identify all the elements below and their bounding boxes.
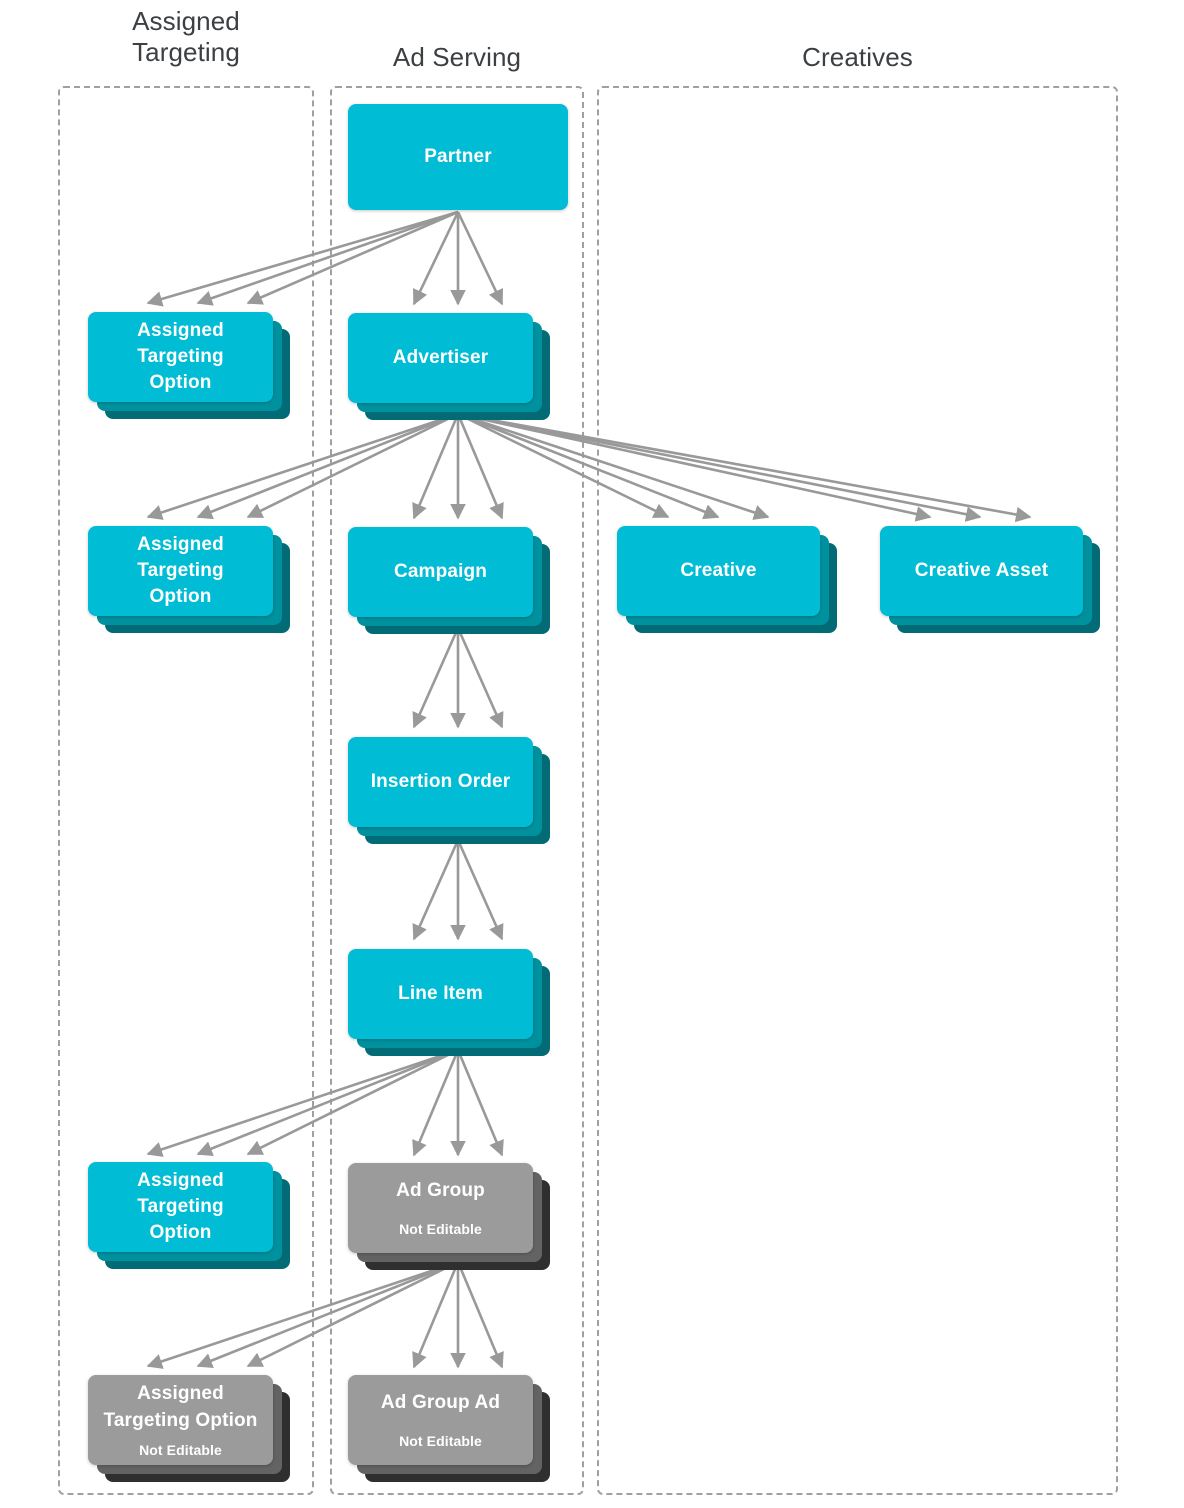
node-creative[interactable]: Creative [617, 526, 837, 633]
node-insertion-order[interactable]: Insertion Order [348, 737, 550, 844]
card-front: Advertiser [348, 313, 533, 403]
node-label: Assigned Targeting Option [127, 532, 234, 611]
node-label-line-1: Assigned [137, 1169, 224, 1191]
card-front: Assigned Targeting Option [88, 526, 273, 616]
node-label: Ad Group [396, 1180, 485, 1202]
card-front: Creative Asset [880, 526, 1083, 616]
node-label-line-1: Assigned [137, 533, 224, 555]
node-label: Assigned Targeting Option [127, 1168, 234, 1247]
node-status-badge: Not Editable [139, 1441, 222, 1458]
node-label-line-1: Assigned [137, 1383, 224, 1405]
card-front: Assigned Targeting Option Not Editable [88, 1375, 273, 1465]
node-label-line-2: Targeting [137, 1195, 224, 1217]
column-header-assigned-targeting: Assigned Targeting [58, 6, 314, 67]
node-partner[interactable]: Partner [348, 104, 568, 210]
node-label: Assigned Targeting Option [127, 318, 234, 397]
column-header-line-1: Ad Serving [392, 42, 522, 72]
card-front: Partner [348, 104, 568, 210]
node-label: Advertiser [392, 346, 489, 368]
card-front: Insertion Order [348, 737, 533, 827]
column-header-line-1: Creatives [802, 42, 913, 72]
node-label: Insertion Order [370, 770, 511, 792]
node-assigned-targeting-option-partner[interactable]: Assigned Targeting Option [88, 312, 290, 419]
node-assigned-targeting-option-line-item[interactable]: Assigned Targeting Option [88, 1162, 290, 1269]
node-label: Creative Asset [914, 559, 1049, 581]
node-creative-asset[interactable]: Creative Asset [880, 526, 1100, 633]
column-group-ad-serving [330, 86, 584, 1495]
node-label-line-3: Option [149, 1222, 212, 1244]
card-front: Assigned Targeting Option [88, 1162, 273, 1252]
column-header-line-1: Assigned [132, 6, 240, 36]
column-header-creatives: Creatives [597, 42, 1118, 73]
node-label-line-1: Assigned [137, 319, 224, 341]
node-assigned-targeting-option-advertiser[interactable]: Assigned Targeting Option [88, 526, 290, 633]
card-front: Assigned Targeting Option [88, 312, 273, 402]
card-front: Ad Group Not Editable [348, 1163, 533, 1253]
card-front: Creative [617, 526, 820, 616]
node-campaign[interactable]: Campaign [348, 527, 550, 634]
node-advertiser[interactable]: Advertiser [348, 313, 550, 420]
node-label-line-2: Targeting Option [103, 1409, 258, 1431]
node-ad-group-ad[interactable]: Ad Group Ad Not Editable [348, 1375, 550, 1482]
node-label: Campaign [393, 560, 488, 582]
node-ad-group[interactable]: Ad Group Not Editable [348, 1163, 550, 1270]
node-status-badge: Not Editable [399, 1220, 482, 1237]
node-label: Partner [424, 145, 492, 167]
node-label-line-3: Option [149, 372, 212, 394]
node-label: Creative [680, 559, 757, 581]
node-label: Ad Group Ad [380, 1392, 501, 1414]
node-label: Line Item [398, 982, 483, 1004]
card-front: Line Item [348, 949, 533, 1039]
node-line-item[interactable]: Line Item [348, 949, 550, 1056]
card-front: Campaign [348, 527, 533, 617]
node-label: Assigned Targeting Option [93, 1381, 267, 1433]
card-front: Ad Group Ad Not Editable [348, 1375, 533, 1465]
column-header-ad-serving: Ad Serving [330, 42, 584, 73]
column-header-line-2: Targeting [132, 36, 240, 67]
node-assigned-targeting-option-ad-group[interactable]: Assigned Targeting Option Not Editable [88, 1375, 290, 1482]
column-group-assigned-targeting [58, 86, 314, 1495]
node-label-line-2: Targeting [137, 559, 224, 581]
node-label-line-3: Option [149, 586, 212, 608]
node-label-line-2: Targeting [137, 345, 224, 367]
node-status-badge: Not Editable [399, 1432, 482, 1449]
column-group-creatives [597, 86, 1118, 1495]
